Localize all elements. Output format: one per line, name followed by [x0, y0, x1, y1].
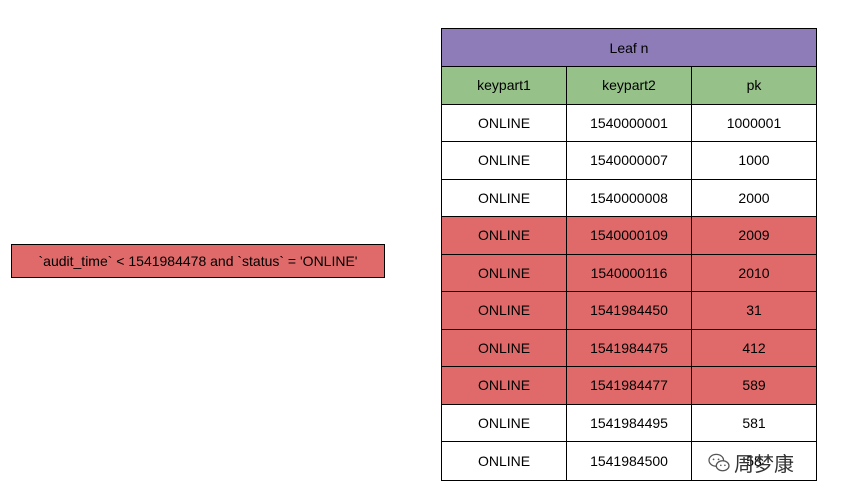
cell-pk: 412 — [742, 339, 766, 356]
cell-keypart2: 1541984475 — [567, 329, 692, 366]
cell-keypart2: 1540000116 — [567, 254, 692, 291]
cell-pk: 1000001 — [726, 114, 782, 131]
cell-keypart1: ONLINE — [442, 367, 567, 404]
cell-keypart1: ONLINE — [442, 292, 567, 329]
cell-pk: 581 — [742, 414, 766, 431]
cell-pk: 58 — [746, 452, 762, 469]
cell-pk: 1000 — [738, 152, 770, 169]
cell-keypart2: 1541984450 — [567, 292, 692, 329]
leaf-title: Leaf n — [442, 29, 816, 67]
column-header-keypart1: keypart1 — [442, 67, 567, 104]
cell-keypart1: ONLINE — [442, 142, 567, 179]
column-header-pk: pk — [746, 77, 762, 94]
cell-keypart1: ONLINE — [442, 179, 567, 216]
cell-keypart2: 1540000008 — [567, 179, 692, 216]
cell-keypart2: 1540000007 — [567, 142, 692, 179]
cell-pk: 2009 — [738, 227, 770, 244]
cell-keypart2: 1540000109 — [567, 217, 692, 254]
cell-keypart2: 1541984495 — [567, 404, 692, 441]
cell-keypart1: ONLINE — [442, 442, 567, 480]
column-header-keypart2: keypart2 — [567, 67, 692, 104]
cell-keypart1: ONLINE — [442, 104, 567, 141]
cell-pk: 2010 — [738, 264, 770, 281]
cell-keypart2: 1540000001 — [567, 104, 692, 141]
cell-pk: 2000 — [738, 189, 770, 206]
cell-pk: 589 — [742, 377, 766, 394]
cell-keypart1: ONLINE — [442, 217, 567, 254]
cell-keypart1: ONLINE — [442, 329, 567, 366]
query-condition-text: `audit_time` < 1541984478 and `status` =… — [38, 253, 358, 269]
cell-pk: 31 — [746, 302, 762, 319]
cell-keypart2: 1541984477 — [567, 367, 692, 404]
cell-keypart1: ONLINE — [442, 254, 567, 291]
query-condition-box: `audit_time` < 1541984478 and `status` =… — [11, 244, 385, 278]
column-header-row: keypart1 keypart2 pk — [442, 67, 816, 105]
cell-keypart2: 1541984500 — [567, 442, 692, 480]
leaf-title-text: Leaf n — [609, 39, 649, 56]
cell-keypart1: ONLINE — [442, 404, 567, 441]
